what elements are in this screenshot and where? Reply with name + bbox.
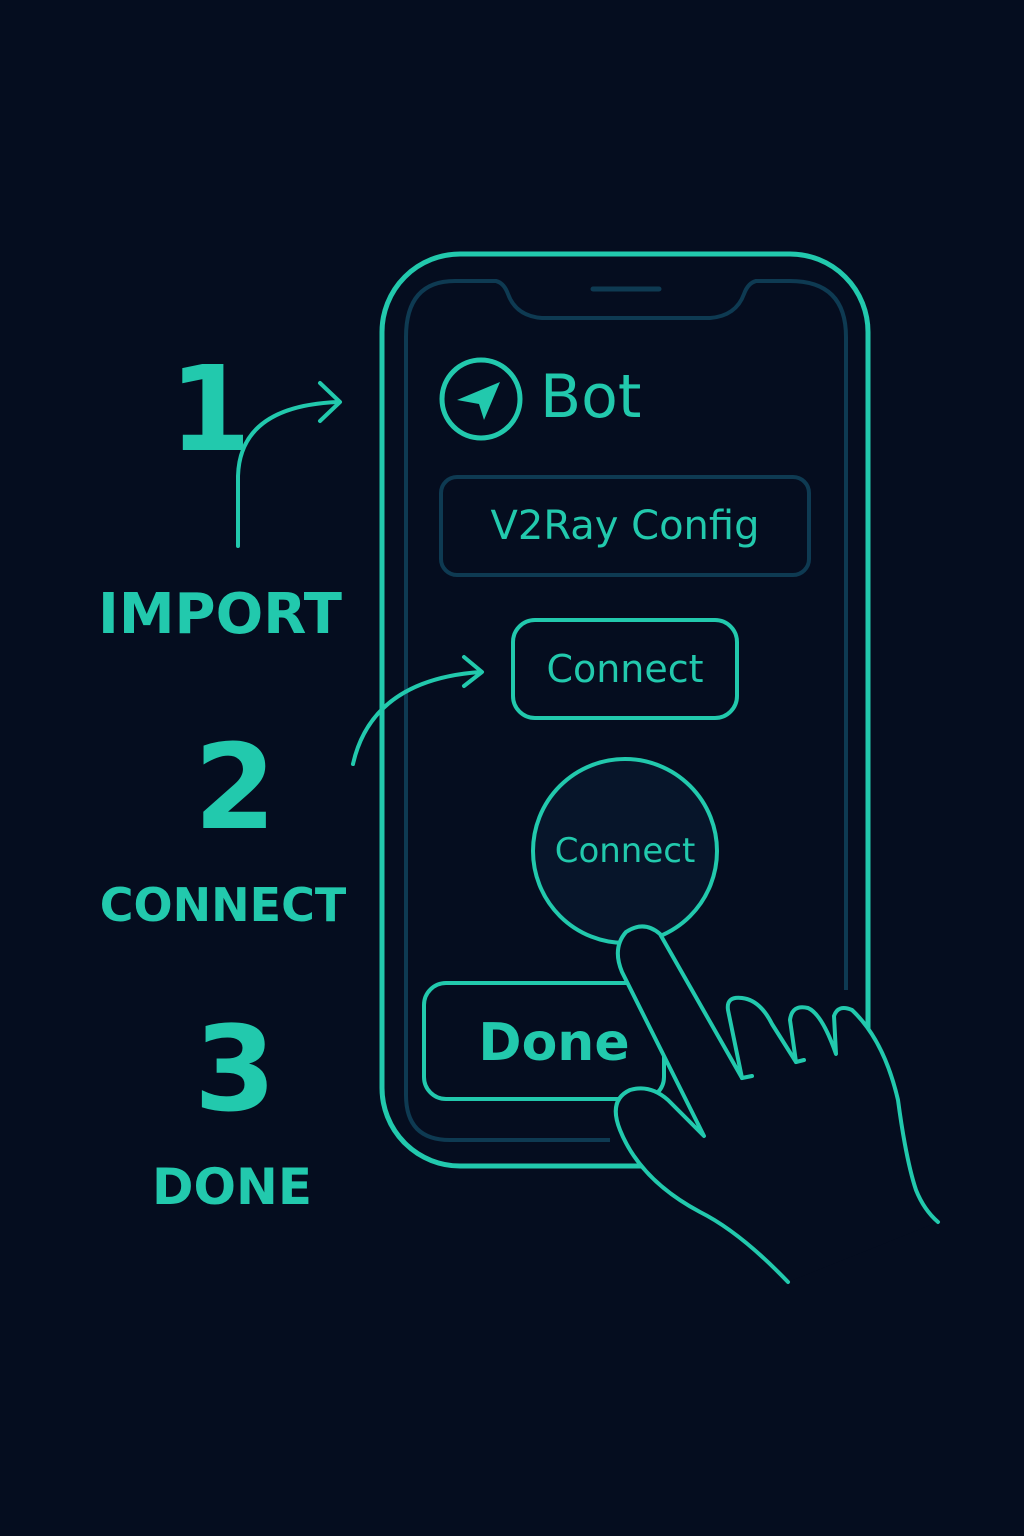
step-3-label: DONE xyxy=(151,1158,312,1216)
connect-circle-button[interactable]: Connect xyxy=(554,831,696,871)
telegram-send-icon xyxy=(439,357,523,441)
config-field-box xyxy=(439,475,811,577)
step-1-label: IMPORT xyxy=(97,582,342,647)
arrow-import xyxy=(236,381,342,548)
connect-button[interactable]: Connect xyxy=(546,647,704,691)
app-title: Bot xyxy=(540,362,642,432)
config-field[interactable]: V2Ray Config xyxy=(490,503,760,549)
phone-screen-frame xyxy=(404,279,848,1142)
connect-button-box xyxy=(511,618,739,720)
done-button[interactable]: Done xyxy=(478,1013,630,1073)
step-3-number: 3 xyxy=(193,1000,277,1138)
pointing-hand-icon xyxy=(613,924,940,1284)
arrow-connect xyxy=(351,655,484,766)
step-1-number: 1 xyxy=(168,340,252,478)
step-2-number: 2 xyxy=(193,718,277,856)
step-2-label: CONNECT xyxy=(99,878,347,932)
